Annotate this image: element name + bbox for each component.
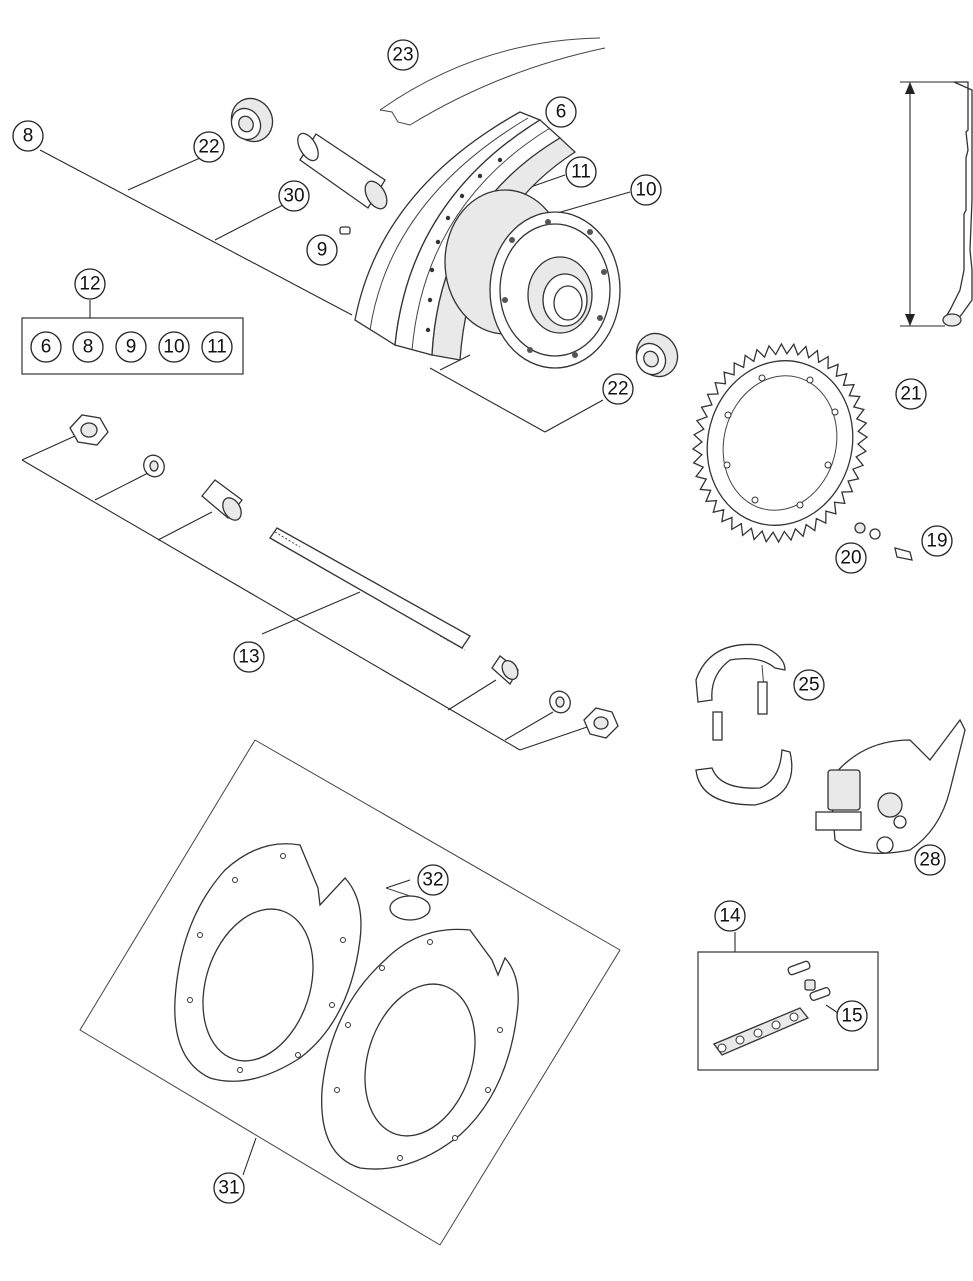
callout-19: 19: [921, 525, 953, 557]
leader-lines: [21, 149, 839, 1176]
svg-text:8: 8: [83, 337, 94, 358]
valve-stem-dimension: [900, 81, 973, 327]
svg-text:13: 13: [238, 647, 259, 668]
svg-text:9: 9: [317, 240, 328, 261]
callout-9: 9: [306, 234, 338, 266]
foil-holes: [187, 853, 503, 1161]
svg-text:9: 9: [126, 337, 137, 358]
svg-text:30: 30: [283, 186, 304, 207]
svg-text:10: 10: [635, 180, 656, 201]
hub-spacer-sleeve: [297, 132, 388, 210]
callout-22-lower: 22: [602, 373, 634, 405]
svg-text:23: 23: [392, 45, 413, 66]
kit-12-item: 10: [158, 331, 190, 363]
kit-12-item: 6: [30, 331, 62, 363]
svg-text:11: 11: [207, 337, 227, 358]
callout-32: 32: [417, 864, 449, 896]
bearing-upper: [230, 97, 274, 143]
chain: [712, 1007, 810, 1056]
callout-12: 12: [74, 268, 106, 300]
axle-shaft: [269, 527, 471, 651]
axle-nut-left: [69, 414, 109, 446]
protection-foil-sheet: [79, 739, 621, 1246]
svg-text:25: 25: [798, 675, 819, 696]
callout-15: 15: [836, 1000, 868, 1032]
svg-text:10: 10: [163, 337, 184, 358]
axle-spacer-left: [201, 479, 243, 521]
svg-text:22: 22: [607, 379, 628, 400]
svg-text:31: 31: [218, 1178, 239, 1199]
svg-text:14: 14: [719, 906, 741, 927]
cable-tie: [385, 887, 431, 921]
svg-text:8: 8: [23, 126, 34, 147]
chain-kit-box: [697, 951, 879, 1071]
kit-12-item: 9: [115, 331, 147, 363]
svg-text:15: 15: [841, 1006, 862, 1027]
callout-14: 14: [714, 900, 746, 932]
small-screw: [339, 226, 351, 235]
svg-text:32: 32: [422, 870, 443, 891]
axle-nut-right: [583, 707, 619, 739]
callout-6: 6: [545, 96, 577, 128]
chain-master-link: [787, 960, 831, 1001]
kit-12-item: 11: [201, 331, 233, 363]
callout-23: 23: [387, 39, 419, 71]
svg-text:19: 19: [926, 531, 947, 552]
rim-strip: [379, 37, 606, 126]
callout-11: 11: [565, 156, 597, 188]
svg-text:21: 21: [900, 384, 921, 405]
callout-10: 10: [630, 174, 662, 206]
axle-spacer-right: [491, 655, 519, 686]
callout-22-upper: 22: [193, 131, 225, 163]
callout-20: 20: [835, 542, 867, 574]
brake-anchor-plate: [815, 718, 966, 854]
washer-right: [549, 690, 571, 714]
sprocket-bolt-holes: [723, 374, 839, 509]
svg-text:22: 22: [198, 137, 219, 158]
svg-text:6: 6: [41, 337, 52, 358]
callout-21: 21: [895, 378, 927, 410]
svg-text:6: 6: [556, 102, 567, 123]
svg-text:11: 11: [571, 162, 591, 183]
sprocket-washers: [854, 522, 913, 561]
callout-31: 31: [213, 1172, 245, 1204]
callout-8: 8: [12, 120, 44, 152]
svg-text:12: 12: [79, 274, 100, 295]
bearing-lower: [635, 332, 679, 378]
rear-sprocket: [691, 342, 869, 544]
washer-left: [143, 454, 165, 478]
callout-28: 28: [914, 844, 946, 876]
kit-12-item: 8: [72, 331, 104, 363]
hub-bolts: [502, 219, 607, 358]
rim-spoke-holes: [425, 157, 503, 333]
wheel-hub: [444, 189, 621, 369]
callout-13: 13: [233, 641, 265, 673]
svg-text:28: 28: [919, 850, 940, 871]
callout-30: 30: [278, 180, 310, 212]
callout-25: 25: [793, 669, 825, 701]
brake-shoes: [695, 643, 793, 806]
svg-text:20: 20: [840, 548, 861, 569]
kit-12-box: [21, 317, 244, 375]
